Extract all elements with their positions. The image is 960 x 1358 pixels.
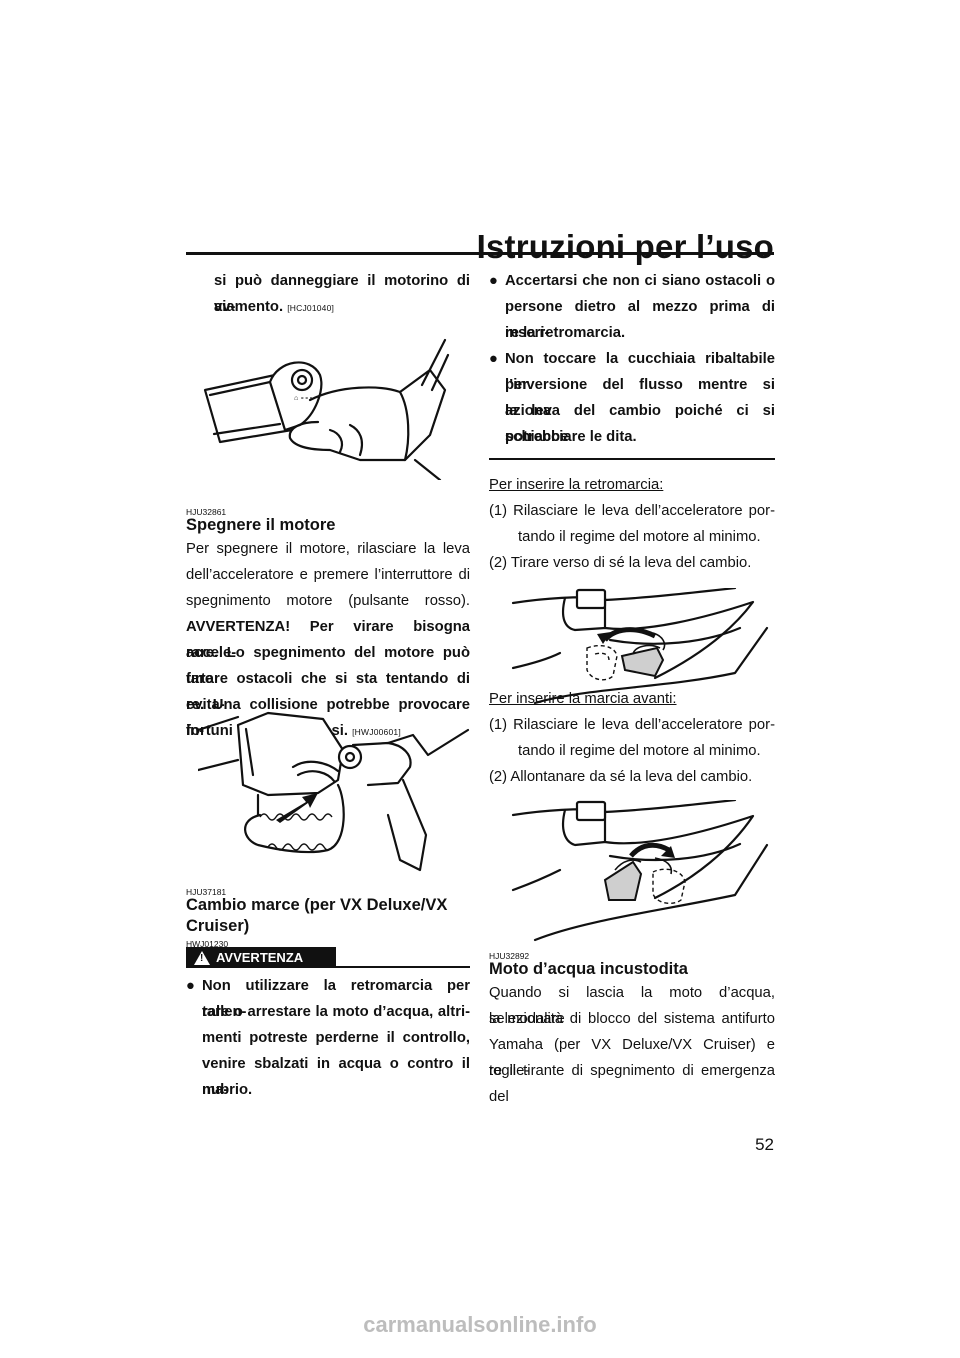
- step-line: tando il regime del motore al minimo.: [518, 529, 761, 545]
- page-title: Istruzioni per l’uso: [476, 228, 774, 265]
- warning-triangle-icon: !: [194, 950, 210, 965]
- paragraph-line: la modalità di blocco del sistema antifu…: [489, 1011, 775, 1027]
- bullet-icon: ●: [489, 273, 498, 289]
- section-code: HJU32892: [489, 951, 530, 961]
- bullet-line: la leva del cambio poiché ci si potrebbe: [505, 403, 775, 446]
- step-line: tando il regime del motore al minimo.: [518, 743, 761, 759]
- illustration-shift-reverse: [511, 588, 769, 705]
- intro-line: si può danneggiare il motorino di av-: [214, 273, 470, 316]
- bullet-line: nubrio.: [202, 1082, 253, 1098]
- bullet-line: re la retromarcia.: [505, 325, 626, 341]
- warning-end-rule: [489, 458, 775, 460]
- bullet-icon: ●: [186, 978, 195, 994]
- warning-code: HWJ01230: [186, 939, 229, 949]
- section-title: Cambio marce (per VX Deluxe/VX: [186, 896, 448, 914]
- warning-line: re. Una collisione potrebbe provocare in…: [186, 697, 470, 740]
- section-title-cont: Cruiser): [186, 917, 250, 935]
- warning-line: rare. Lo spegnimento del motore può fare: [186, 645, 470, 688]
- paragraph-line: Per spegnere il motore, rilasciare la le…: [186, 541, 470, 557]
- bullet-line: ●Accertarsi che non ci siano ostacoli o: [489, 273, 775, 289]
- header-rule: [186, 252, 774, 255]
- warning-rule: [336, 966, 470, 968]
- step-line: (1) Rilasciare le leva dell’acceleratore…: [489, 717, 775, 733]
- step-line: (2) Tirare verso di sé la leva del cambi…: [489, 555, 752, 571]
- page-number: 52: [755, 1135, 774, 1154]
- paragraph-line: spegnimento motore (pulsante rosso).: [186, 593, 470, 609]
- bullet-line: ●Non utilizzare la retromarcia per ralle…: [186, 978, 470, 1021]
- warning-line: urtare ostacoli che si sta tentando di e…: [186, 671, 470, 714]
- svg-text:⌂ ∘∘∘: ⌂ ∘∘∘: [294, 395, 313, 402]
- warning-line: AVVERTENZA! Per virare bisogna accele-: [186, 619, 470, 662]
- step-line: (1) Rilasciare le leva dell’acceleratore…: [489, 503, 775, 519]
- illustration-lanyard-stop-switch: [198, 711, 470, 872]
- warning-label: ! AVVERTENZA: [186, 947, 336, 968]
- paragraph-line: dell’acceleratore e premere l’interrutto…: [186, 567, 470, 583]
- bullet-line: l’inversione del flusso mentre si aziona: [505, 377, 775, 420]
- bullet-line: persone dietro al mezzo prima di inseri-: [505, 299, 775, 342]
- paragraph-line: Quando si lascia la moto d’acqua, selezi…: [489, 985, 775, 1028]
- bullet-line: ●Non toccare la cucchiaia ribaltabile pe…: [489, 351, 775, 394]
- illustration-hand-start-button: ⌂ ∘∘∘: [203, 338, 450, 480]
- bullet-line: venire sbalzati in acqua o contro il ma-: [202, 1056, 470, 1099]
- section-code: HJU32861: [186, 507, 227, 517]
- section-title: Moto d’acqua incustodita: [489, 960, 688, 978]
- bullet-line: menti potreste perderne il controllo,: [202, 1030, 470, 1046]
- subheading-reverse: Per inserire la retromarcia:: [489, 477, 664, 493]
- step-line: (2) Allontanare da sé la leva del cambio…: [489, 769, 753, 785]
- intro-line: viamento. [HCJ01040]: [214, 299, 335, 315]
- bullet-icon: ●: [489, 351, 498, 367]
- paragraph-line: re il tirante di spegnimento di emergenz…: [489, 1063, 775, 1106]
- watermark-link[interactable]: carmanualsonline.info: [363, 1312, 597, 1337]
- bullet-line: tare o arrestare la moto d’acqua, altri-: [202, 1004, 470, 1020]
- paragraph-line: Yamaha (per VX Deluxe/VX Cruiser) e togl…: [489, 1037, 775, 1080]
- illustration-shift-forward: [511, 800, 769, 942]
- section-code: HJU37181: [186, 887, 227, 897]
- section-title: Spegnere il motore: [186, 516, 336, 534]
- subheading-forward: Per inserire la marcia avanti:: [489, 691, 677, 707]
- bullet-line: schiacciare le dita.: [505, 429, 637, 445]
